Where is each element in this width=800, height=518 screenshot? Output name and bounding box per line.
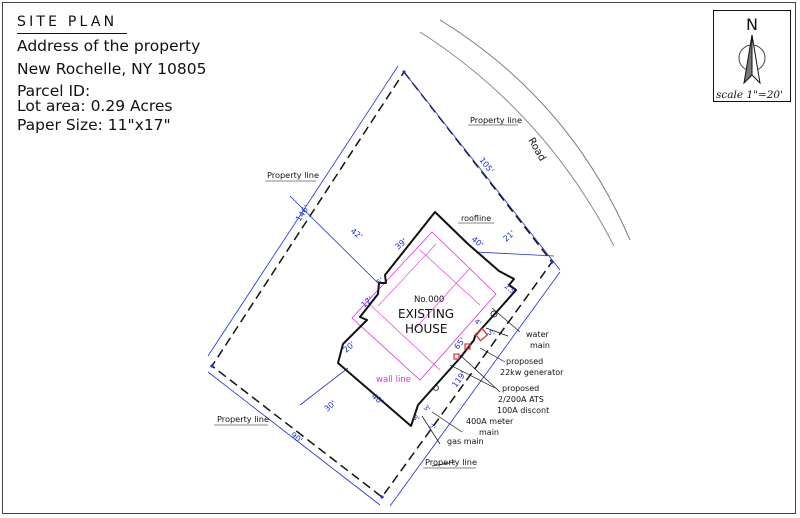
dim-3: 3' [422, 403, 432, 413]
dim-90: 90' [289, 430, 304, 445]
label-existing: EXISTING [398, 307, 454, 321]
label-meter-2: main [479, 428, 499, 437]
dim-8: 8' [411, 413, 421, 423]
gas-main-icon [433, 385, 439, 391]
lot-area: Lot area: 0.29 Acres [17, 97, 173, 115]
utility-leaders [421, 307, 521, 467]
label-house-number: No.000 [414, 295, 444, 305]
dim-105: 105' [477, 156, 495, 175]
wall-line-outline [351, 231, 497, 381]
dimension-ticks [210, 70, 554, 499]
label-gas-main: gas main [447, 437, 484, 446]
scale-label: scale 1"=20' [716, 89, 783, 101]
road-edge-outer [439, 19, 631, 241]
label-ats-3: 100A discont [497, 406, 549, 415]
label-generator-1: proposed [506, 357, 543, 366]
city-state-zip: New Rochelle, NY 10805 [17, 60, 207, 78]
dim-5b: 5' [486, 328, 496, 338]
label-property-line-bottom-left: Property line [217, 414, 269, 424]
dim-40b: 40' [370, 392, 385, 407]
label-wall-line: wall line [376, 375, 411, 385]
dim-2-5: 2.5' [503, 282, 518, 297]
property-address: Address of the property [17, 37, 201, 55]
north-arrow-box: N [713, 10, 791, 102]
meter-icon [453, 353, 460, 360]
north-arrow-icon: N [738, 15, 766, 85]
label-property-line-left: Property line [267, 170, 319, 180]
site-plan-title: SITE PLAN [17, 14, 118, 30]
wall-line-details [364, 243, 481, 371]
label-water-main-2: main [530, 341, 550, 350]
label-generator-2: 22kw generator [500, 368, 564, 377]
label-ats-2: 2/200A ATS [498, 395, 544, 404]
dim-42: 42' [349, 226, 364, 241]
dimension-lines [207, 65, 561, 507]
label-water-main-1: water [526, 330, 550, 339]
label-property-line-top: Property line [470, 115, 522, 125]
label-roofline: roofline [461, 214, 491, 223]
paper-size: Paper Size: 11"x17" [17, 116, 171, 134]
generator-icon [474, 327, 489, 342]
house-roofline [337, 211, 517, 427]
dim-146: 146' [294, 204, 311, 224]
parcel-id: Parcel ID: [17, 82, 91, 100]
dim-30: 30' [323, 399, 338, 414]
label-property-line-bottom-right: Property line [425, 457, 477, 467]
dim-2: 2' [427, 422, 437, 432]
label-meter-1: 400A meter [466, 417, 514, 426]
water-main-icon [490, 310, 498, 318]
ats-icon [464, 343, 471, 350]
title-underline [17, 33, 127, 34]
dim-21: 21' [502, 229, 517, 244]
label-ats-1: proposed [502, 384, 539, 393]
label-house: HOUSE [405, 322, 447, 336]
property-boundary [210, 70, 553, 499]
dim-4: 4' [473, 317, 483, 327]
road-edge-inner [419, 31, 615, 247]
dim-5a: 5' [375, 276, 385, 286]
north-letter: N [746, 15, 758, 34]
